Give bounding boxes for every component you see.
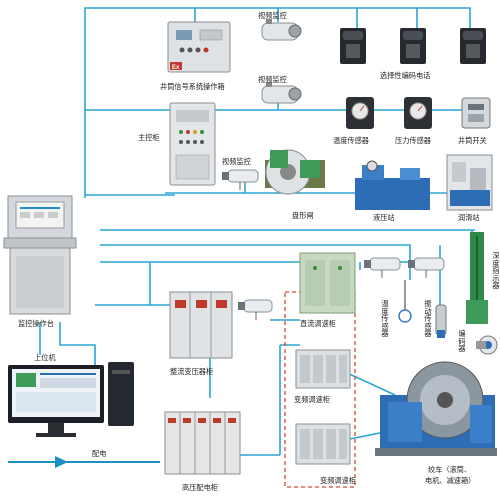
phone-label: 选择性编码电话 bbox=[380, 71, 431, 80]
vfd-cabinet-2-label: 变频调速柜 bbox=[320, 476, 356, 485]
shaft-signal-box bbox=[167, 21, 231, 73]
camera-rectifier bbox=[238, 299, 273, 320]
hv-cabinet bbox=[164, 411, 241, 475]
camera-dc bbox=[364, 257, 401, 278]
temp-sensor-vertical-label: 温度传感器 bbox=[381, 299, 389, 339]
hydraulic-station-label: 液压站 bbox=[373, 213, 395, 222]
power-distribution-label: 配电 bbox=[92, 449, 107, 458]
phone-2 bbox=[400, 28, 426, 64]
phone-3 bbox=[460, 28, 486, 64]
pressure-sensor bbox=[404, 97, 432, 129]
upper-computer-label: 上位机 bbox=[34, 353, 56, 362]
depth-indicator bbox=[466, 232, 488, 324]
vfd-cabinet-2 bbox=[295, 423, 351, 465]
rectifier-cabinet bbox=[169, 291, 233, 359]
phone-1 bbox=[340, 28, 366, 64]
box-mark: Ex bbox=[172, 65, 180, 71]
winch bbox=[375, 361, 497, 456]
shaft-signal-box-label: 井筒信号系统操作箱 bbox=[160, 82, 225, 91]
disc-brake-label: 盘形闸 bbox=[292, 211, 314, 220]
hv-cabinet-label: 高压配电柜 bbox=[182, 483, 218, 492]
lube-station-label: 润滑站 bbox=[458, 213, 480, 222]
vibration-sensor bbox=[435, 304, 447, 338]
hydraulic-station bbox=[355, 160, 430, 210]
camera-dc-2 bbox=[408, 257, 445, 278]
encoder-label: 编码器 bbox=[458, 329, 466, 354]
camera-main bbox=[222, 169, 259, 190]
vfd-cabinet-1 bbox=[295, 349, 351, 389]
video-monitor-label-mid: 视频监控 bbox=[258, 75, 287, 84]
main-cabinet-label: 主控柜 bbox=[138, 133, 160, 142]
vibration-sensor-label: 振动传感器 bbox=[424, 299, 432, 339]
main-cabinet bbox=[169, 102, 216, 186]
lube-station bbox=[446, 154, 493, 211]
camera-top bbox=[261, 19, 302, 41]
monitor-console-label: 监控操作台 bbox=[18, 319, 54, 328]
rectifier-cabinet-label: 整流变压器柜 bbox=[170, 367, 214, 376]
shaft-switch-label: 井筒开关 bbox=[458, 136, 487, 145]
camera-mid bbox=[261, 82, 302, 104]
disc-brake bbox=[265, 149, 325, 195]
video-monitor-label-main: 视频监控 bbox=[222, 157, 251, 166]
depth-indicator-label: 深度指示器 bbox=[492, 251, 500, 291]
power-arrow bbox=[8, 456, 160, 468]
winch-label-2: 电机、减速箱） bbox=[425, 476, 476, 485]
winch-label: 绞车（滚筒、 bbox=[428, 465, 472, 474]
shaft-switch bbox=[461, 97, 491, 129]
vfd-cabinet-1-label: 变频调速柜 bbox=[294, 395, 330, 404]
temp-sensor-label: 温度传感器 bbox=[333, 136, 369, 145]
upper-computer bbox=[8, 362, 134, 437]
dc-speed-cabinet-label: 直流调速柜 bbox=[300, 319, 336, 328]
monitor-console bbox=[3, 195, 77, 315]
temp-sensor-probe bbox=[398, 280, 412, 323]
temp-sensor bbox=[346, 97, 374, 129]
video-monitor-label-top: 视频监控 bbox=[258, 11, 287, 20]
dc-speed-cabinet bbox=[299, 252, 356, 314]
pressure-sensor-label: 压力传感器 bbox=[395, 136, 431, 145]
encoder bbox=[476, 335, 498, 355]
